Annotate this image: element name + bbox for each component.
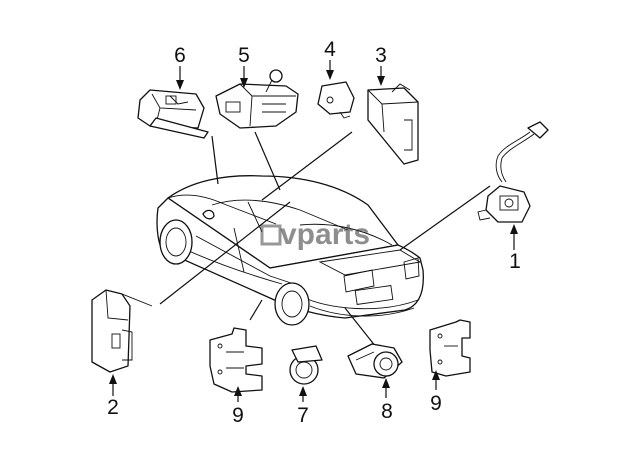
part-2-module — [91, 289, 153, 373]
part-7-parking-sensor — [289, 345, 323, 385]
part-6-sensor — [137, 89, 209, 139]
callout-2: 2 — [107, 396, 119, 419]
part-1-camera — [477, 121, 549, 223]
callout-6: 6 — [174, 44, 186, 67]
part-9-bracket-right — [429, 319, 471, 377]
watermark: vparts — [260, 218, 370, 251]
callout-1: 1 — [509, 250, 521, 273]
part-4-sensor — [317, 81, 355, 119]
watermark-text: vparts — [280, 218, 370, 251]
callout-9-left: 9 — [232, 404, 244, 427]
callout-3: 3 — [375, 44, 387, 67]
part-8-parking-sensor — [347, 343, 403, 379]
callout-5: 5 — [238, 44, 250, 67]
callout-numbers: 1 2 3 4 5 6 7 8 9 9 — [107, 38, 521, 427]
callout-arrows — [109, 60, 518, 402]
part-3-module — [367, 83, 419, 165]
car-body — [156, 175, 424, 326]
callout-8: 8 — [381, 400, 393, 423]
part-5-sensor — [215, 69, 299, 129]
part-9-bracket-left — [209, 327, 263, 393]
callout-9-right: 9 — [430, 392, 442, 415]
callout-4: 4 — [324, 38, 336, 61]
callout-7: 7 — [297, 404, 309, 427]
